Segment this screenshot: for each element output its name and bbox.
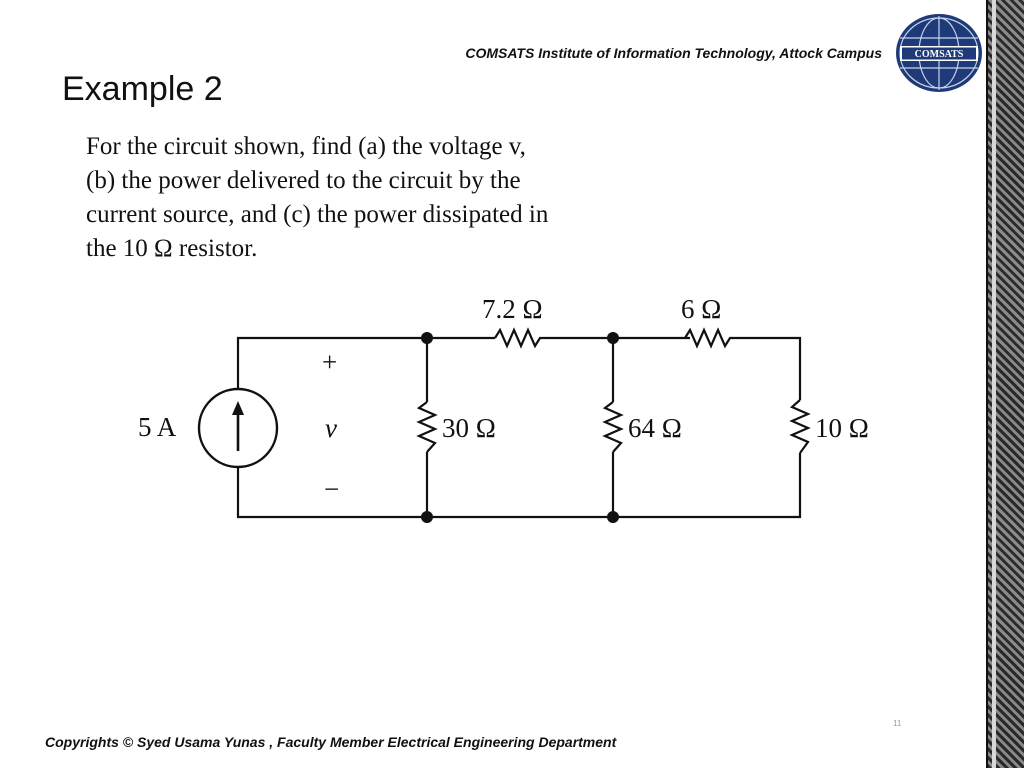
resistor-7-2-ohm <box>494 327 545 349</box>
problem-line: current source, and (c) the power dissip… <box>86 201 549 228</box>
circuit-diagram: 5 A + v − 7.2 Ω 6 Ω 30 Ω 64 Ω 10 Ω <box>138 294 869 523</box>
problem-line: (b) the power delivered to the circuit b… <box>86 167 521 194</box>
copyright-footer: Copyrights © Syed Usama Yunas , Faculty … <box>45 734 617 750</box>
comsats-logo: COMSATS <box>896 14 982 92</box>
label-6-ohm: 6 Ω <box>681 294 721 324</box>
node-dot <box>607 332 619 344</box>
decorative-border <box>986 0 1024 768</box>
current-source <box>197 387 279 469</box>
label-30-ohm: 30 Ω <box>442 413 496 443</box>
voltage-plus: + <box>322 347 337 377</box>
label-64-ohm: 64 Ω <box>628 413 682 443</box>
problem-line: the 10 Ω resistor. <box>86 235 258 262</box>
label-10-ohm: 10 Ω <box>815 413 869 443</box>
source-label: 5 A <box>138 412 177 442</box>
voltage-minus: − <box>324 474 339 504</box>
circuit-wires <box>236 336 802 519</box>
problem-line: For the circuit shown, find (a) the volt… <box>86 133 526 160</box>
slide-title: Example 2 <box>62 70 223 108</box>
logo-text: COMSATS <box>915 49 964 60</box>
label-7-2-ohm: 7.2 Ω <box>482 294 543 324</box>
resistor-64-ohm <box>602 401 624 453</box>
arrow-up-icon <box>232 401 244 415</box>
problem-statement: For the circuit shown, find (a) the volt… <box>86 130 686 266</box>
institute-name: COMSATS Institute of Information Technol… <box>465 45 882 61</box>
resistor-6-ohm <box>684 327 735 349</box>
page-number: 11 <box>893 719 902 728</box>
node-dot <box>607 511 619 523</box>
node-dot <box>421 332 433 344</box>
voltage-symbol: v <box>325 413 337 443</box>
resistor-30-ohm <box>416 401 438 453</box>
resistor-10-ohm <box>789 399 811 454</box>
node-dot <box>421 511 433 523</box>
